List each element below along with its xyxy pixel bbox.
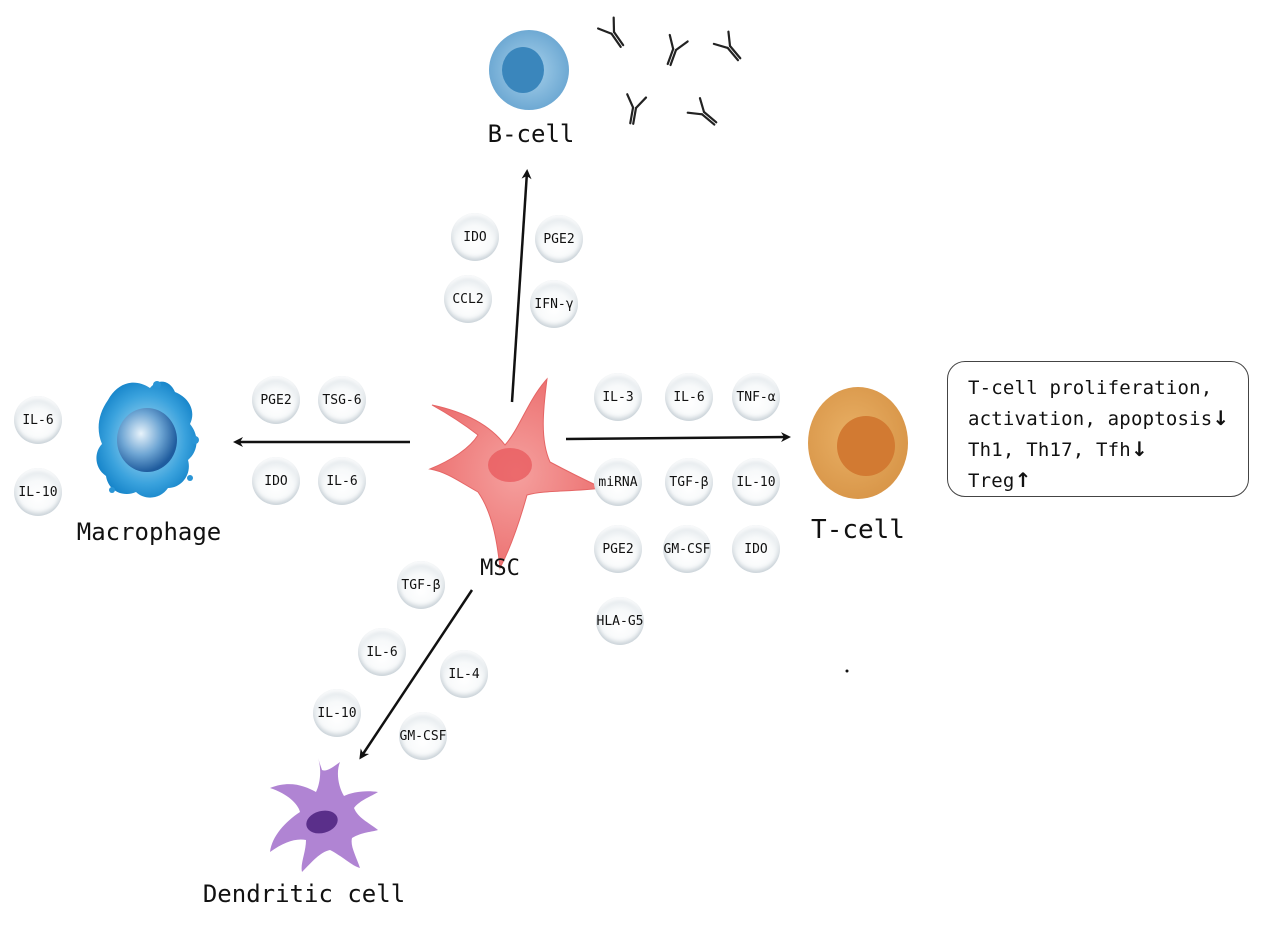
dendritic-cell-icon [270, 758, 378, 872]
t-cell-effects-box: T-cell proliferation, activation, apopto… [947, 361, 1249, 497]
molecule-bubble: IL-10 [14, 468, 62, 516]
molecule-bubble: IL-10 [313, 689, 361, 737]
molecule-bubble: IL-4 [440, 650, 488, 698]
molecule-bubble: IL-6 [358, 628, 406, 676]
molecule-bubble: IDO [451, 213, 499, 261]
molecule-bubble: IDO [252, 457, 300, 505]
molecule-bubble: CCL2 [444, 275, 492, 323]
molecule-bubble: PGE2 [535, 215, 583, 263]
t-cell-label: T-cell [811, 515, 905, 545]
b-cell-icon [489, 30, 569, 110]
msc-label: MSC [480, 556, 520, 581]
molecule-bubble: PGE2 [252, 376, 300, 424]
molecule-bubble: IFN-γ [530, 280, 578, 328]
msc-icon [428, 377, 604, 570]
effect-line: T-cell proliferation, [968, 377, 1213, 399]
molecule-bubble: IL-10 [732, 458, 780, 506]
molecule-bubble: PGE2 [594, 525, 642, 573]
arrow-to-b-cell [510, 169, 532, 403]
antibody-icon [597, 16, 742, 126]
molecule-bubble: TGF-β [665, 458, 713, 506]
effect-line: activation, apoptosis↓ [968, 406, 1230, 430]
up-arrow-icon: ↑ [1014, 468, 1032, 492]
arrow-to-t-cell [565, 432, 791, 443]
molecule-bubble: IL-6 [665, 373, 713, 421]
molecule-bubble: miRNA [594, 458, 642, 506]
down-arrow-icon: ↓ [1130, 437, 1148, 461]
effect-line: Treg↑ [968, 468, 1032, 492]
molecule-bubble: IL-3 [594, 373, 642, 421]
dendritic-cell-label: Dendritic cell [202, 880, 406, 908]
molecule-bubble: IL-6 [14, 396, 62, 444]
molecule-bubble: TGF-β [397, 561, 445, 609]
molecule-bubble: IDO [732, 525, 780, 573]
b-cell-label: B-cell [487, 120, 575, 148]
stray-dot [845, 669, 849, 673]
molecule-bubble: IL-6 [318, 457, 366, 505]
molecule-bubble: TNF-α [732, 373, 780, 421]
molecule-bubble: HLA-G5 [596, 597, 644, 645]
macrophage-label: Macrophage [76, 518, 222, 546]
arrow-to-dendritic [359, 589, 474, 760]
molecule-bubble: TSG-6 [318, 376, 366, 424]
molecule-bubble: GM-CSF [663, 525, 711, 573]
molecule-bubble: GM-CSF [399, 712, 447, 760]
macrophage-icon [96, 381, 199, 498]
down-arrow-icon: ↓ [1212, 406, 1230, 430]
t-cell-icon [808, 387, 908, 499]
effect-line: Th1, Th17, Tfh↓ [968, 437, 1148, 461]
